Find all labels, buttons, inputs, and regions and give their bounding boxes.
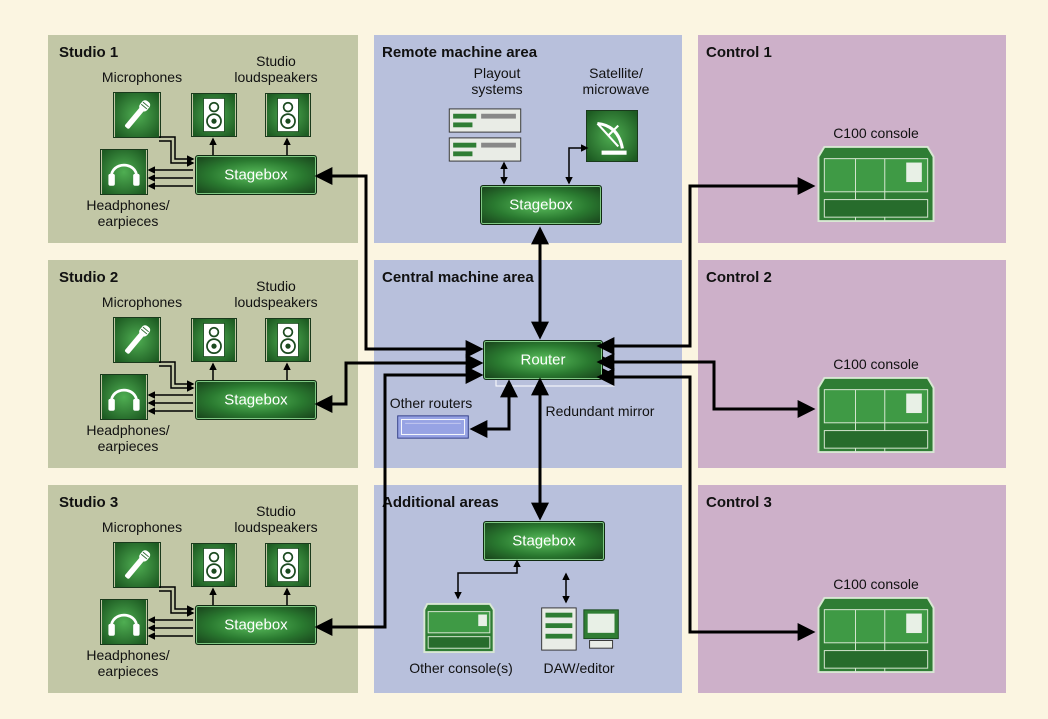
remote-stagebox: Stagebox [480, 185, 602, 225]
remote-machine-area-title: Remote machine area [382, 44, 538, 61]
control-1-title: Control 1 [706, 44, 772, 61]
studio-2-headphones-label: Headphones/ earpieces [86, 422, 170, 454]
remote-machine-area-panel: Remote machine area Playout systems Sate… [374, 35, 682, 243]
daw-workstation-icon [539, 606, 621, 652]
router-label: Router [520, 351, 566, 369]
studio-1-microphone-icon [113, 92, 161, 138]
studio-3-microphones-label: Microphones [101, 519, 183, 535]
other-console-icon [422, 602, 496, 654]
studio-1-stagebox: Stagebox [195, 155, 317, 195]
control-3-console-label: C100 console [833, 576, 919, 592]
control-2-console-icon [816, 376, 936, 454]
studio-1-loudspeaker-right-icon [265, 93, 311, 137]
satellite-dish-icon [586, 110, 638, 162]
studio-3-loudspeaker-right-icon [265, 543, 311, 587]
additional-stagebox-label: Stagebox [512, 532, 576, 550]
router-box: Router [483, 340, 603, 380]
studio-1-stagebox-label: Stagebox [224, 166, 288, 184]
playout-rack-icon [448, 107, 522, 163]
studio-3-stagebox-label: Stagebox [224, 616, 288, 634]
control-1-panel: Control 1 C100 console [698, 35, 1006, 243]
additional-areas-title: Additional areas [382, 494, 499, 511]
control-2-title: Control 2 [706, 269, 772, 286]
studio-2-microphones-label: Microphones [101, 294, 183, 310]
other-routers-label: Other routers [389, 395, 473, 411]
control-3-panel: Control 3 C100 console [698, 485, 1006, 693]
studio-1-headphones-icon [100, 149, 148, 195]
control-2-panel: Control 2 C100 console [698, 260, 1006, 468]
studio-2-loudspeaker-right-icon [265, 318, 311, 362]
remote-stagebox-label: Stagebox [509, 196, 573, 214]
studio-1-title: Studio 1 [59, 44, 119, 61]
playout-systems-label: Playout systems [471, 65, 523, 97]
control-3-console-icon [816, 596, 936, 674]
satellite-microwave-label: Satellite/ microwave [582, 65, 650, 97]
additional-stagebox: Stagebox [483, 521, 605, 561]
control-2-console-label: C100 console [833, 356, 919, 372]
studio-2-stagebox: Stagebox [195, 380, 317, 420]
studio-3-loudspeakers-label: Studio loudspeakers [234, 503, 318, 535]
studio-3-loudspeaker-left-icon [191, 543, 237, 587]
control-1-console-label: C100 console [833, 125, 919, 141]
studio-2-stagebox-label: Stagebox [224, 391, 288, 409]
studio-2-panel: Studio 2 Microphones Studio loudspeakers… [48, 260, 358, 468]
studio-1-panel: Studio 1 Microphones Studio loudspeakers… [48, 35, 358, 243]
daw-editor-label: DAW/editor [543, 660, 615, 676]
studio-2-microphone-icon [113, 317, 161, 363]
studio-2-title: Studio 2 [59, 269, 119, 286]
studio-3-headphones-label: Headphones/ earpieces [86, 647, 170, 679]
other-consoles-label: Other console(s) [409, 660, 513, 676]
studio-3-microphone-icon [113, 542, 161, 588]
studio-2-loudspeakers-label: Studio loudspeakers [234, 278, 318, 310]
studio-1-microphones-label: Microphones [101, 69, 183, 85]
studio-3-title: Studio 3 [59, 494, 119, 511]
central-machine-area-panel: Central machine area Router Other router… [374, 260, 682, 468]
studio-2-headphones-icon [100, 374, 148, 420]
router-rack-icon [394, 414, 472, 440]
studio-3-panel: Studio 3 Microphones Studio loudspeakers… [48, 485, 358, 693]
studio-1-headphones-label: Headphones/ earpieces [86, 197, 170, 229]
control-1-console-icon [816, 145, 936, 223]
studio-1-loudspeakers-label: Studio loudspeakers [234, 53, 318, 85]
studio-3-headphones-icon [100, 599, 148, 645]
control-3-title: Control 3 [706, 494, 772, 511]
additional-areas-panel: Additional areas Stagebox Other console(… [374, 485, 682, 693]
studio-2-loudspeaker-left-icon [191, 318, 237, 362]
studio-1-loudspeaker-left-icon [191, 93, 237, 137]
redundant-mirror-label: Redundant mirror [545, 403, 655, 419]
central-machine-area-title: Central machine area [382, 269, 534, 286]
studio-3-stagebox: Stagebox [195, 605, 317, 645]
